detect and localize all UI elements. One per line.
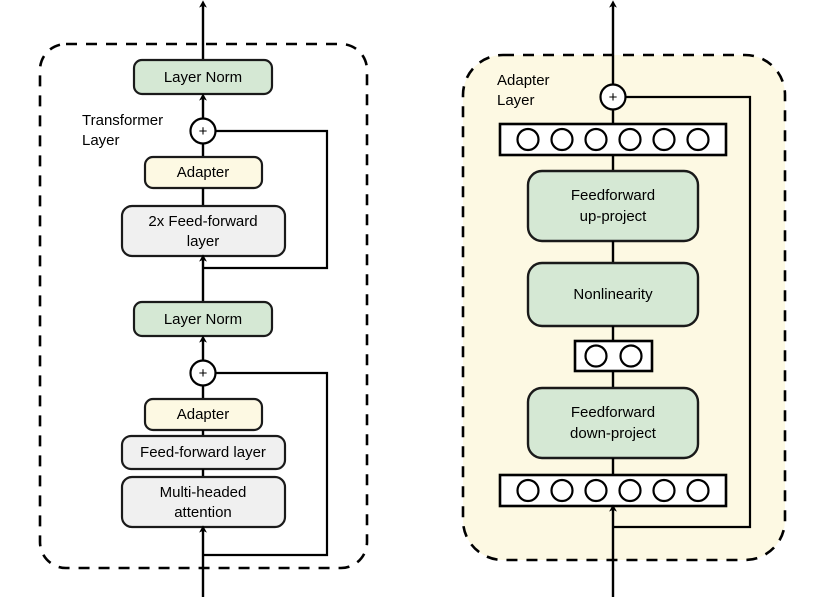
layer-norm-top-label: Layer Norm	[164, 69, 242, 86]
node-circle	[550, 478, 574, 503]
adder-adapter: +	[599, 83, 627, 111]
feed-forward-2x-label-line1: 2x Feed-forward	[148, 213, 257, 230]
adder-top: +	[189, 117, 217, 145]
node-circle	[516, 478, 540, 503]
node-circle	[584, 478, 608, 503]
adder-top-plus-glyph: +	[199, 123, 208, 140]
node-circle	[584, 127, 608, 152]
multi-headed-attention-label-line1: Multi-headed	[160, 484, 247, 501]
node-row-bottleneck	[573, 339, 654, 373]
feedforward-up-project-label-line2: up-project	[580, 208, 648, 225]
block-nonlinearity: Nonlinearity	[526, 261, 700, 328]
feedforward-up-project-label-line1: Feedforward	[571, 187, 655, 204]
block-layer-norm-top: Layer Norm	[132, 58, 274, 96]
feed-forward-layer-label: Feed-forward layer	[140, 444, 266, 461]
node-circle	[618, 478, 642, 503]
transformer-layer-label-line1: Transformer	[82, 112, 163, 129]
node-circle	[686, 127, 710, 152]
node-row-output	[498, 122, 728, 157]
skip-connection-adapter	[613, 95, 752, 529]
node-circle	[686, 478, 710, 503]
feedforward-down-project-label-line1: Feedforward	[571, 404, 655, 421]
node-circle	[652, 478, 676, 503]
feedforward-down-project-label-line2: down-project	[570, 425, 657, 442]
block-feedforward-up-project: Feedforward up-project	[526, 169, 700, 243]
node-circle	[550, 127, 574, 152]
block-layer-norm-bottom: Layer Norm	[132, 300, 274, 338]
adapter-top-label: Adapter	[177, 164, 230, 181]
adapter-bottom-label: Adapter	[177, 406, 230, 423]
adder-adapter-plus-glyph: +	[609, 89, 618, 106]
node-circle	[584, 344, 608, 368]
block-adapter-bottom: Adapter	[143, 397, 264, 432]
block-feedforward-down-project: Feedforward down-project	[526, 386, 700, 460]
block-multi-headed-attention: Multi-headed attention	[120, 475, 287, 529]
layer-norm-bottom-label: Layer Norm	[164, 311, 242, 328]
skip-connection-top	[203, 129, 329, 270]
adder-bottom-plus-glyph: +	[199, 365, 208, 382]
node-circle	[516, 127, 540, 152]
transformer-layer-label-line2: Layer	[82, 132, 120, 149]
adapter-layer-panel: Adapter Layer + Feedforward up-project	[461, 0, 787, 597]
node-circle	[619, 344, 643, 368]
block-feed-forward-layer: Feed-forward layer	[120, 434, 287, 471]
node-circle	[652, 127, 676, 152]
adder-bottom: +	[189, 359, 217, 387]
feed-forward-2x-label-line2: layer	[187, 233, 220, 250]
transformer-layer-panel: Transformer Layer Layer Norm + Adapter 2…	[38, 0, 369, 597]
skip-connection-bottom	[203, 371, 329, 557]
multi-headed-attention-label-line2: attention	[174, 504, 232, 521]
nonlinearity-label: Nonlinearity	[573, 286, 653, 303]
block-adapter-top: Adapter	[143, 155, 264, 190]
block-feed-forward-2x: 2x Feed-forward layer	[120, 204, 287, 258]
feedforward-up-project-box	[526, 169, 700, 243]
node-circle	[618, 127, 642, 152]
feedforward-down-project-box	[526, 386, 700, 460]
node-row-input	[498, 473, 728, 508]
adapter-layer-label-line2: Layer	[497, 92, 535, 109]
adapter-layer-label-line1: Adapter	[497, 72, 550, 89]
